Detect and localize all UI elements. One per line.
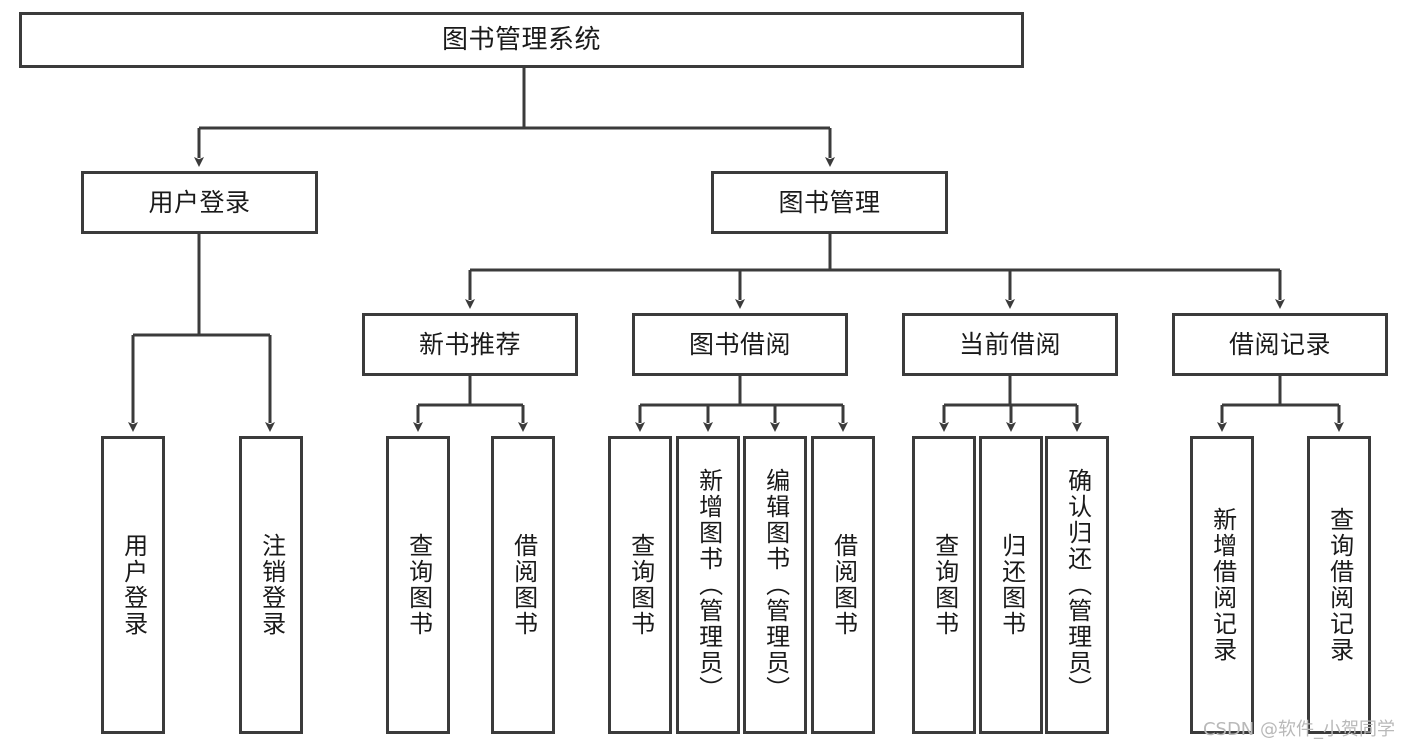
node-new-book-rec-label: 新书推荐 (418, 329, 521, 359)
node-leaf-edit-book[interactable]: 编辑图书（管理员） (743, 436, 807, 734)
node-leaf-add-record[interactable]: 新增借阅记录 (1190, 436, 1254, 734)
node-leaf-add-book-label: 新增图书（管理员） (694, 468, 723, 702)
node-leaf-query-book-1[interactable]: 查询图书 (386, 436, 450, 734)
node-leaf-query-book-1-label: 查询图书 (404, 533, 433, 637)
node-leaf-borrow-book-2-label: 借阅图书 (829, 533, 858, 637)
node-leaf-logout[interactable]: 注销登录 (239, 436, 303, 734)
node-leaf-confirm-return-label: 确认归还（管理员） (1063, 468, 1092, 702)
node-book-borrow[interactable]: 图书借阅 (632, 313, 848, 376)
node-leaf-query-book-3[interactable]: 查询图书 (912, 436, 976, 734)
node-book-manage-label: 图书管理 (778, 187, 881, 217)
node-leaf-query-book-2-label: 查询图书 (626, 533, 655, 637)
node-leaf-borrow-book-1[interactable]: 借阅图书 (491, 436, 555, 734)
node-current-borrow-label: 当前借阅 (958, 329, 1061, 359)
node-leaf-user-login[interactable]: 用户登录 (101, 436, 165, 734)
csdn-watermark: CSDN @软件_小贺同学 (1202, 719, 1395, 740)
node-leaf-query-record-label: 查询借阅记录 (1325, 507, 1354, 663)
node-borrow-record-label: 借阅记录 (1228, 329, 1331, 359)
node-leaf-logout-label: 注销登录 (257, 533, 286, 637)
node-book-borrow-label: 图书借阅 (688, 329, 791, 359)
node-user-login-label: 用户登录 (148, 187, 251, 217)
node-new-book-rec[interactable]: 新书推荐 (362, 313, 578, 376)
node-root[interactable]: 图书管理系统 (19, 12, 1024, 68)
node-leaf-borrow-book-1-label: 借阅图书 (509, 533, 538, 637)
node-leaf-borrow-book-2[interactable]: 借阅图书 (811, 436, 875, 734)
node-leaf-edit-book-label: 编辑图书（管理员） (761, 468, 790, 702)
node-leaf-user-login-label: 用户登录 (119, 533, 148, 637)
node-leaf-add-book[interactable]: 新增图书（管理员） (676, 436, 740, 734)
node-user-login[interactable]: 用户登录 (81, 171, 318, 234)
node-leaf-return-book-label: 归还图书 (997, 533, 1026, 637)
node-leaf-return-book[interactable]: 归还图书 (979, 436, 1043, 734)
node-borrow-record[interactable]: 借阅记录 (1172, 313, 1388, 376)
node-book-manage[interactable]: 图书管理 (711, 171, 948, 234)
node-root-label: 图书管理系统 (441, 24, 601, 55)
node-leaf-add-record-label: 新增借阅记录 (1208, 507, 1237, 663)
node-leaf-confirm-return[interactable]: 确认归还（管理员） (1045, 436, 1109, 734)
node-leaf-query-record[interactable]: 查询借阅记录 (1307, 436, 1371, 734)
node-leaf-query-book-2[interactable]: 查询图书 (608, 436, 672, 734)
node-current-borrow[interactable]: 当前借阅 (902, 313, 1118, 376)
node-leaf-query-book-3-label: 查询图书 (930, 533, 959, 637)
